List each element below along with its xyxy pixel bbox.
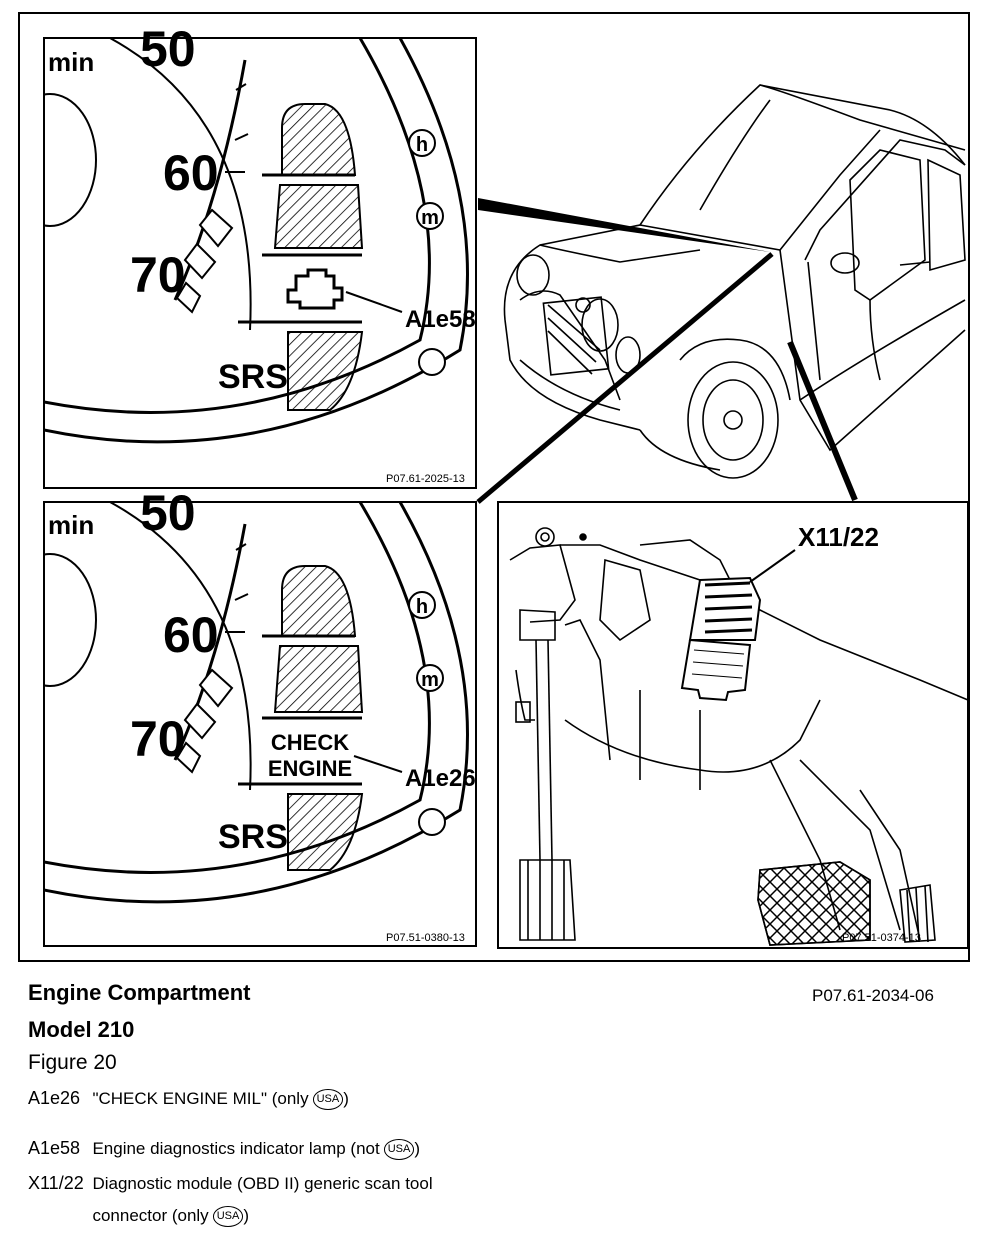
cluster-top-m: m bbox=[421, 207, 439, 229]
cluster-top-70: 70 bbox=[130, 247, 186, 303]
legend-close: ) bbox=[414, 1139, 421, 1158]
cluster-panel-bottom: min 50 60 70 h m CHECK ENGINE SRS A1e26 … bbox=[43, 485, 477, 947]
connector-code: P07.51-0374-13 bbox=[842, 932, 921, 944]
usa-badge-icon: USA bbox=[383, 1139, 415, 1161]
usa-badge-icon: USA bbox=[312, 1089, 344, 1111]
legend-item-a1e58: A1e58 Engine diagnostics indicator lamp … bbox=[28, 1138, 421, 1161]
usa-badge-icon: USA bbox=[212, 1206, 244, 1228]
callout-x11-22: X11/22 bbox=[798, 522, 879, 552]
cluster-bottom-60: 60 bbox=[163, 607, 219, 663]
legend-text: "CHECK ENGINE MIL" (only bbox=[92, 1089, 309, 1108]
cluster-bottom-m: m bbox=[421, 669, 439, 691]
legend-close: ) bbox=[343, 1089, 349, 1108]
caption-title: Engine Compartment bbox=[28, 980, 251, 1005]
cluster-bottom-h: h bbox=[416, 596, 428, 618]
car-illustration bbox=[503, 84, 966, 479]
legend-text: connector (only bbox=[92, 1206, 209, 1225]
cluster-bottom-code: P07.51-0380-13 bbox=[386, 932, 465, 944]
cluster-panel-top: min 50 60 70 h m SRS A1e58 P07.61-2025-1… bbox=[43, 21, 477, 489]
pointer-lines bbox=[476, 198, 858, 504]
cluster-top-60: 60 bbox=[163, 145, 219, 201]
engine-lamp-icon bbox=[286, 268, 344, 310]
lamp-engine-text: ENGINE bbox=[268, 756, 352, 781]
legend-code: A1e26 bbox=[28, 1088, 81, 1108]
cluster-top-code: P07.61-2025-13 bbox=[386, 473, 465, 485]
legend-close: ) bbox=[243, 1206, 249, 1225]
callout-a1e26: A1e26 bbox=[405, 765, 476, 792]
cluster-bottom-50: 50 bbox=[140, 485, 196, 541]
figure-code: P07.61-2034-06 bbox=[812, 986, 934, 1005]
legend-code: A1e58 bbox=[28, 1138, 81, 1158]
connector-panel: X11/22 P07.51-0374-13 bbox=[497, 501, 969, 949]
legend-text: Engine diagnostics indicator lamp (not bbox=[92, 1139, 380, 1158]
legend-text: Diagnostic module (OBD II) generic scan … bbox=[92, 1174, 433, 1193]
cluster-bottom-srs: SRS bbox=[218, 818, 288, 856]
cluster-top-srs: SRS bbox=[218, 358, 288, 396]
cluster-bottom-70: 70 bbox=[130, 711, 186, 767]
cluster-top-h: h bbox=[416, 134, 428, 156]
callout-a1e58: A1e58 bbox=[405, 306, 476, 333]
cluster-top-min: min bbox=[48, 47, 94, 77]
legend-code: X11/22 bbox=[28, 1173, 84, 1193]
caption-figure: Figure 20 bbox=[28, 1051, 117, 1074]
legend-item-x11-22: X11/22 Diagnostic module (OBD II) generi… bbox=[28, 1173, 433, 1194]
caption-model: Model 210 bbox=[28, 1017, 135, 1042]
figure-frame bbox=[18, 12, 970, 962]
cluster-top-50: 50 bbox=[140, 21, 196, 77]
cluster-bottom-min: min bbox=[48, 510, 94, 540]
lamp-check-text: CHECK bbox=[271, 730, 349, 755]
